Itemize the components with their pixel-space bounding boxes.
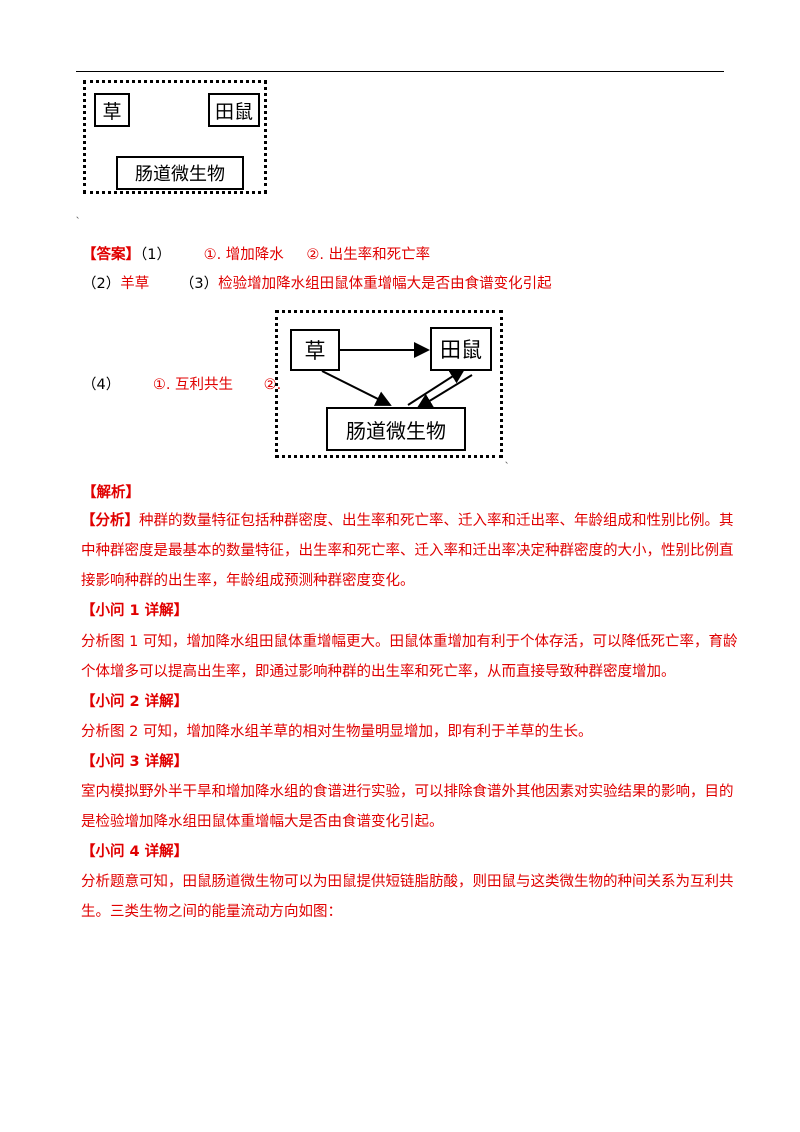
diagram1-vole-box: 田鼠 — [208, 93, 260, 127]
q2-detail-tag: 【小问 2 详解】 — [81, 694, 189, 710]
q3-detail-tag: 【小问 3 详解】 — [81, 754, 189, 770]
diagram-energy-flow: 草 田鼠 肠道微生物 — [275, 310, 503, 458]
fenxi-tag: 【分析】 — [81, 513, 139, 529]
q3-detail-line-2: 是检验增加降水组田鼠体重增幅大是否由食谱变化引起。 — [81, 814, 444, 830]
q3-detail-line-1: 室内模拟野外半干旱和增加降水组的食谱进行实验，可以排除食谱外其他因素对实验结果的… — [81, 784, 734, 800]
fenxi-line-2: 中种群密度是最基本的数量特征，出生率和死亡率、迁入率和迁出率决定种群密度的大小，… — [81, 543, 734, 559]
answer-q1-part2: ②. 出生率和死亡率 — [306, 247, 431, 263]
q1-detail-tag: 【小问 1 详解】 — [81, 603, 189, 619]
q4-detail-tag: 【小问 4 详解】 — [81, 844, 189, 860]
answer-line-1: 【答案】（1） ①. 增加降水 ②. 出生率和死亡率 — [82, 245, 430, 265]
energy-flow-arrows — [321, 342, 473, 410]
answer-q4-part1: ①. 互利共生 — [152, 377, 234, 393]
diagram-question-figure: 草 田鼠 肠道微生物 — [83, 80, 267, 194]
paragraph-mark: 、 — [76, 211, 84, 220]
q1-detail-line-1: 分析图 1 可知，增加降水组田鼠体重增幅更大。田鼠体重增加有利于个体存活，可以降… — [81, 634, 738, 650]
fenxi-text-1: 种群的数量特征包括种群密度、出生率和死亡率、迁入率和迁出率、年龄组成和性别比例。… — [139, 513, 734, 529]
diagram1-microbe-box: 肠道微生物 — [116, 156, 244, 190]
analysis-tag-line: 【解析】 — [82, 483, 140, 503]
answer-q1-part1: ①. 增加降水 — [203, 247, 284, 263]
header-rule — [76, 71, 724, 72]
q4-detail-line-2: 生。三类生物之间的能量流动方向如图： — [81, 904, 342, 920]
diagram2-grass-box: 草 — [290, 329, 340, 371]
paragraph-mark: 、 — [505, 456, 513, 465]
diagram2-vole-box: 田鼠 — [430, 327, 492, 371]
answer-q3-text: 检验增加降水组田鼠体重增幅大是否由食谱变化引起 — [218, 276, 552, 292]
answer-q2-label: （2） — [82, 276, 121, 292]
answer-q1-label: （1） — [140, 247, 171, 263]
q4-detail-line-1: 分析题意可知，田鼠肠道微生物可以为田鼠提供短链脂肪酸，则田鼠与这类微生物的种间关… — [81, 874, 734, 890]
diagram2-microbe-box: 肠道微生物 — [326, 407, 466, 451]
answer-line-4: （4） ①. 互利共生 ②. — [82, 375, 281, 395]
answer-line-2: （2）羊草 （3）检验增加降水组田鼠体重增幅大是否由食谱变化引起 — [82, 274, 552, 294]
arrow-vole-to-microbe — [416, 374, 473, 410]
fenxi-line-1: 【分析】种群的数量特征包括种群密度、出生率和死亡率、迁入率和迁出率、年龄组成和性… — [81, 511, 734, 531]
answer-q3-label: （3） — [179, 276, 219, 292]
arrow-microbe-to-vole — [407, 367, 466, 406]
diagram1-grass-box: 草 — [94, 93, 130, 127]
answer-q4-label: （4） — [82, 377, 121, 393]
fenxi-line-3: 接影响种群的出生率，年龄组成预测种群密度变化。 — [81, 573, 415, 589]
answer-q2-text: 羊草 — [120, 276, 150, 292]
arrow-grass-to-microbe — [321, 370, 392, 406]
analysis-tag: 【解析】 — [82, 485, 140, 501]
q1-detail-line-2: 个体增多可以提高出生率，即通过影响种群的出生率和死亡率，从而直接导致种群密度增加… — [81, 664, 676, 680]
answer-tag: 【答案】 — [82, 247, 140, 263]
q2-detail-line-1: 分析图 2 可知，增加降水组羊草的相对生物量明显增加，即有利于羊草的生长。 — [81, 724, 593, 740]
